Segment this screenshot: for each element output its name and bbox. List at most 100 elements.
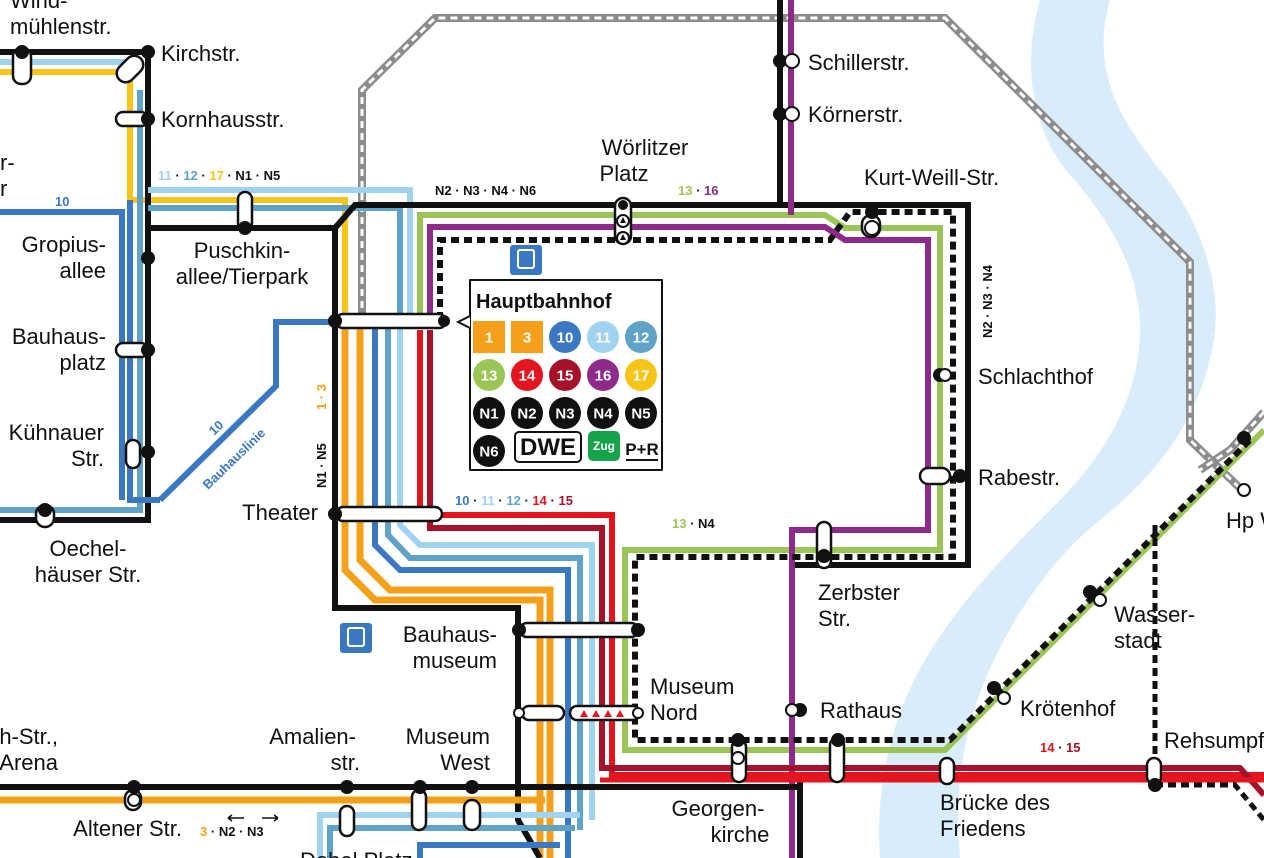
label-n1: N1: [235, 168, 252, 183]
badge-label: 10: [557, 330, 574, 347]
station-kroetenhof[interactable]: Krötenhof: [1020, 696, 1116, 721]
badge-label: N3: [555, 406, 574, 423]
station-altener[interactable]: Altener Str.: [73, 816, 182, 841]
station-dots: [15, 45, 1251, 794]
station-rehsumpf[interactable]: Rehsumpf: [1164, 728, 1264, 753]
railway-line: [358, 14, 1264, 495]
label-n2n3n4n6-top: N2 · N3 · N4 · N6: [435, 183, 536, 198]
station-rabestr[interactable]: Rabestr.: [978, 465, 1060, 490]
label-line10-west: 10: [55, 194, 69, 209]
badge-shape: [511, 359, 543, 391]
label-12: 12: [183, 168, 197, 183]
badge-shape: [625, 397, 657, 429]
badge-shape: [587, 359, 619, 391]
svg-text:11 · 12 ·: 11 · 12 · 17 · N1 · N5: [158, 168, 280, 183]
svg-text:13 · 16: 13 · 16: [678, 183, 719, 198]
line-badge-13[interactable]: 13: [473, 359, 505, 391]
station-rathaus[interactable]: Rathaus: [820, 698, 902, 723]
badge-shape: [549, 397, 581, 429]
label-1-3-vertical: 1 · 3: [314, 384, 329, 410]
station-kirchstr[interactable]: Kirchstr.: [161, 41, 240, 66]
station-puschkinallee[interactable]: Puschkin-allee/Tierpark: [176, 238, 309, 289]
station-georgenkirche[interactable]: Georgen-kirche: [672, 796, 770, 847]
train-icon-2: [340, 623, 372, 653]
zug-label: Zug: [593, 439, 615, 453]
station-wasserstadt[interactable]: Wasser-stadt: [1114, 602, 1195, 653]
line-badge-n4[interactable]: N4: [587, 397, 619, 429]
badge-shape: [549, 359, 581, 391]
station-schlachthof[interactable]: Schlachthof: [978, 364, 1094, 389]
station-kurtweill[interactable]: Kurt-Weill-Str.: [864, 165, 999, 190]
station-amalienstr[interactable]: Amalien-str.: [269, 724, 360, 775]
badge-label: 11: [595, 330, 611, 347]
label-bauhauslinie: Bauhauslinie: [200, 425, 269, 492]
line-badge-15[interactable]: 15: [549, 359, 581, 391]
svg-text:14 · 15: 14 · 15: [1040, 740, 1081, 755]
badge-label: N5: [631, 406, 650, 423]
dwe-label: DWE: [520, 434, 576, 461]
line-badge-n6[interactable]: N6: [473, 435, 505, 467]
badge-label: 14: [519, 368, 536, 385]
station-open-dots: [127, 53, 1251, 807]
line-badge-1[interactable]: 1: [473, 321, 505, 353]
station-bauhausplatz[interactable]: Bauhaus-platz: [12, 324, 106, 375]
label-n1n5-vertical: N1 · N5: [314, 443, 329, 488]
line-badge-14[interactable]: 14: [511, 359, 543, 391]
river: [879, 0, 1216, 858]
station-arena[interactable]: ch-Str.,Arena: [0, 724, 59, 775]
line-badge-17[interactable]: 17: [625, 359, 657, 391]
station-kornhausstr[interactable]: Kornhausstr.: [161, 107, 285, 132]
label-16-top: 16: [704, 183, 718, 198]
badge-shape: [511, 321, 543, 353]
badge-shape: [549, 321, 581, 353]
line-badge-12[interactable]: 12: [625, 321, 657, 353]
badge-shape: [511, 397, 543, 429]
line-badge-n3[interactable]: N3: [549, 397, 581, 429]
badge-label: N2: [517, 406, 536, 423]
station-bauhausmuseum[interactable]: Bauhaus-museum: [403, 622, 497, 673]
badge-shape: [473, 397, 505, 429]
badge-label: 17: [633, 368, 650, 385]
station-hpw[interactable]: Hp W: [1226, 508, 1264, 533]
badge-shape: [473, 435, 505, 467]
station-partial-left: r-r: [0, 150, 15, 201]
badge-label: N4: [593, 406, 613, 423]
badge-label: 12: [633, 330, 650, 347]
line-badge-n1[interactable]: N1: [473, 397, 505, 429]
line-badge-n5[interactable]: N5: [625, 397, 657, 429]
line-badge-3[interactable]: 3: [511, 321, 543, 353]
station-oechelhaeuser[interactable]: Oechel-häuser Str.: [35, 536, 141, 587]
badge-label: 1: [485, 330, 493, 347]
line-badge-10[interactable]: 10: [549, 321, 581, 353]
line-badge-n2[interactable]: N2: [511, 397, 543, 429]
badge-shape: [625, 321, 657, 353]
badge-label: N1: [479, 406, 498, 423]
line-badge-16[interactable]: 16: [587, 359, 619, 391]
label-n5: N5: [264, 168, 281, 183]
station-gropiusallee[interactable]: Gropius-allee: [22, 232, 106, 283]
badge-shape: [625, 359, 657, 391]
zug-badge: [588, 431, 620, 461]
station-theater[interactable]: Theater: [242, 500, 318, 525]
station-windmuehlenstr[interactable]: Wind-mühlenstr.: [10, 0, 112, 39]
station-koernerstr[interactable]: Körnerstr.: [808, 102, 903, 127]
badge-shape: [473, 359, 505, 391]
pr-label: P+R: [625, 440, 659, 459]
label-n2n3n4-right: N2 · N3 · N4: [980, 264, 995, 338]
badge-label: 13: [481, 368, 498, 385]
badge-label: N6: [479, 444, 498, 461]
train-icon: [510, 245, 542, 275]
badge-shape: [587, 321, 619, 353]
station-schillerstr[interactable]: Schillerstr.: [808, 50, 909, 75]
line-badge-11[interactable]: 11: [587, 321, 619, 353]
label-11: 11: [158, 168, 172, 183]
